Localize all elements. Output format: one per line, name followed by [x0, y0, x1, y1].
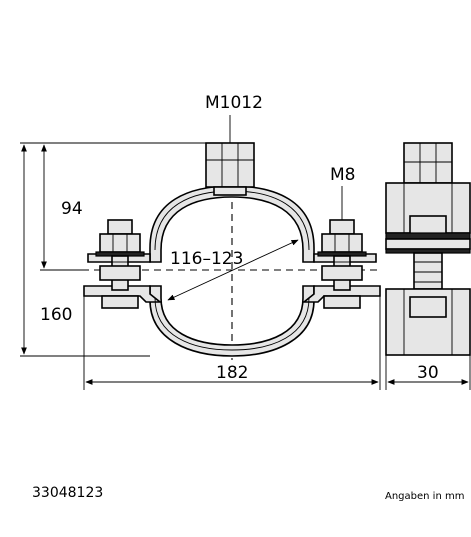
dim-diameter-label: 116–123: [170, 249, 243, 269]
left-screw-assembly: [95, 219, 145, 309]
dim-line-diameter: [167, 239, 299, 301]
lower-flange-left: [83, 285, 163, 303]
dim-total-height-label: 160: [40, 305, 72, 325]
dim-depth-label: 30: [417, 363, 439, 383]
thread-side-label: M8: [330, 165, 355, 185]
thread-top-label: M1012: [205, 93, 263, 113]
article-number: 33048123: [32, 485, 103, 501]
side-view: [385, 142, 471, 356]
dim-upper-height-label: 94: [61, 199, 83, 219]
top-socket-nut: [205, 142, 255, 196]
front-view: [82, 142, 381, 360]
side-socket-nut: [403, 142, 453, 184]
dimension-lines: [20, 115, 471, 390]
units-note: Angaben in mm: [385, 491, 464, 502]
right-screw-assembly: [317, 219, 367, 309]
lower-flange-right: [301, 285, 381, 303]
dim-width-label: 182: [216, 363, 248, 383]
